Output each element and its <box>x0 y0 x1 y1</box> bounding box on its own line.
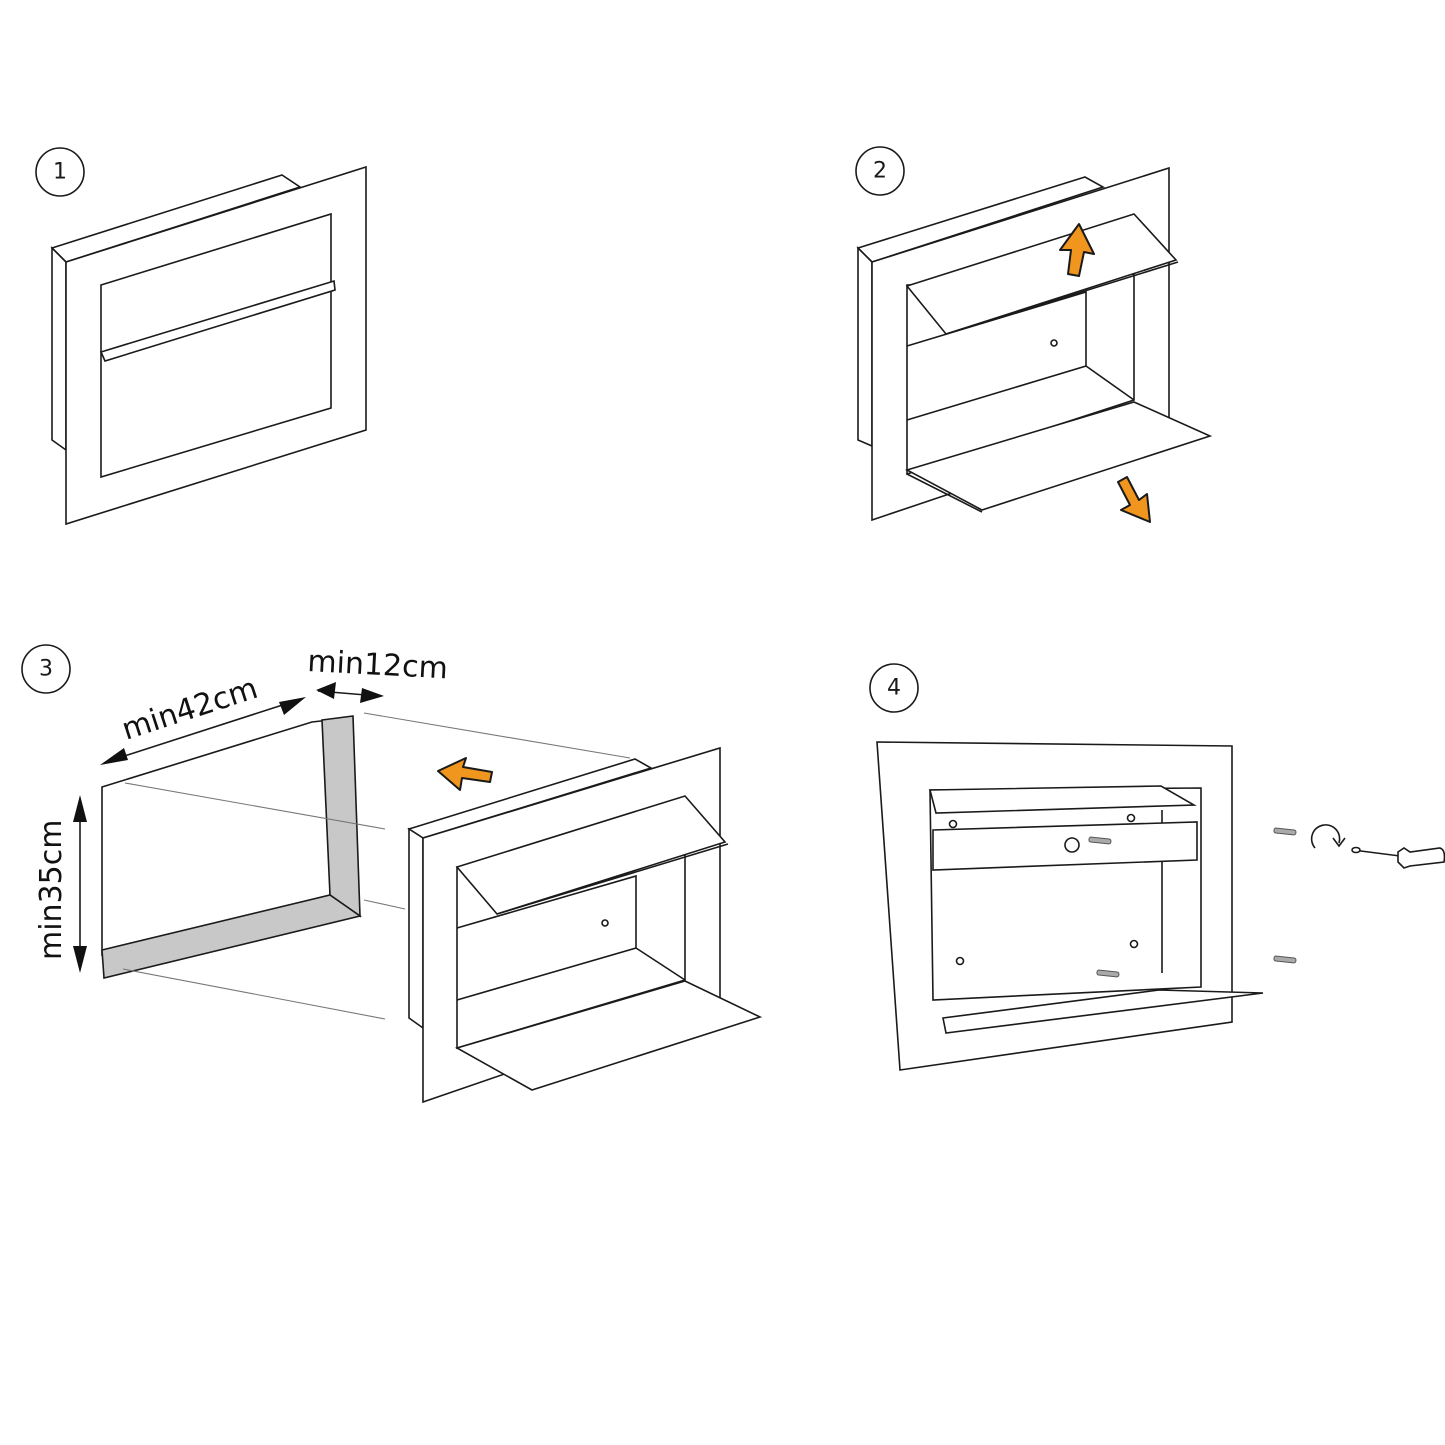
letterbox-open <box>856 166 1213 523</box>
step-4: 4 <box>869 663 1445 1071</box>
screw-icon <box>1273 827 1297 836</box>
rotation-arrowhead <box>1332 837 1346 848</box>
arrowhead-icon <box>360 688 384 703</box>
mail-slot-flap <box>99 279 336 362</box>
mounting-hole <box>955 956 965 966</box>
bottom-door <box>904 401 1213 511</box>
top-flap-edge <box>496 843 729 915</box>
alignment-guides <box>122 712 631 1020</box>
bottom-door <box>942 989 1264 1034</box>
step-number-badge: 3 <box>21 644 71 694</box>
screwdriver-icon <box>1351 846 1445 869</box>
top-flap <box>455 795 727 915</box>
guide-line <box>363 712 631 759</box>
box-left-side <box>408 827 424 1030</box>
step-number: 1 <box>53 160 67 185</box>
door-panel <box>100 212 332 479</box>
step-number: 4 <box>887 676 901 701</box>
top-flap-edge <box>945 261 1179 335</box>
box-interior <box>929 787 1202 1001</box>
step-number: 2 <box>873 159 887 184</box>
dimension-label-depth: min12cm <box>307 644 449 686</box>
mounting-hole <box>948 819 958 829</box>
clockwise-rotation-icon <box>1310 824 1341 849</box>
lock-hole <box>1064 837 1080 853</box>
arrowhead-icon <box>100 748 128 765</box>
arrowhead-icon <box>73 795 87 822</box>
dimension-label-height: min35cm <box>34 820 69 960</box>
arrowhead-icon <box>73 946 87 973</box>
guide-line <box>124 782 386 830</box>
step-number-circle <box>21 644 71 694</box>
step-number-badge: 1 <box>35 147 85 197</box>
arrow-down-right-icon <box>1117 476 1151 523</box>
arrow-up-icon <box>1059 223 1095 277</box>
step-number: 3 <box>39 657 53 682</box>
step-2: 2 <box>855 146 1213 523</box>
arrow-left-icon <box>437 757 493 791</box>
step-3: 3 min42cm min12cm <box>21 644 763 1104</box>
interior-back-wall <box>456 874 637 1001</box>
box-left-side <box>51 246 67 452</box>
arrowhead-icon <box>279 697 306 715</box>
top-flap <box>928 785 1197 814</box>
niche-bottom-depth <box>101 894 362 980</box>
step-number-badge: 4 <box>869 663 919 713</box>
screw-icon <box>1088 836 1112 845</box>
mounting-hole <box>1126 813 1136 823</box>
interior-floor-edge <box>635 947 686 981</box>
step-number-circle <box>869 663 919 713</box>
screw-icon <box>1096 969 1120 978</box>
bottom-door-edge <box>906 473 983 513</box>
interior-floor-edge <box>1085 365 1135 401</box>
dimension-depth: min12cm <box>307 644 449 703</box>
step-number-circle <box>855 146 905 196</box>
screw-icon <box>1273 955 1297 964</box>
step-1: 1 <box>35 147 367 526</box>
letterbox-mounted <box>876 741 1445 1071</box>
mounting-hole <box>1129 939 1139 949</box>
step-number-circle <box>35 147 85 197</box>
mounting-hole <box>1050 339 1058 347</box>
letterbox-closed <box>50 165 367 526</box>
box-left-side <box>857 246 873 448</box>
guide-line <box>122 968 386 1020</box>
guide-line <box>363 899 406 910</box>
step-number-badge: 2 <box>855 146 905 196</box>
bottom-door <box>454 980 763 1091</box>
mounting-hole <box>601 919 609 927</box>
wall-niche <box>101 715 362 980</box>
dimension-line <box>111 700 296 761</box>
top-flap <box>905 213 1178 335</box>
letterbox-inserting <box>407 746 763 1104</box>
arrowhead-icon <box>316 682 336 699</box>
dimension-label-width: min42cm <box>118 671 262 748</box>
dimension-height: min35cm <box>34 795 87 973</box>
